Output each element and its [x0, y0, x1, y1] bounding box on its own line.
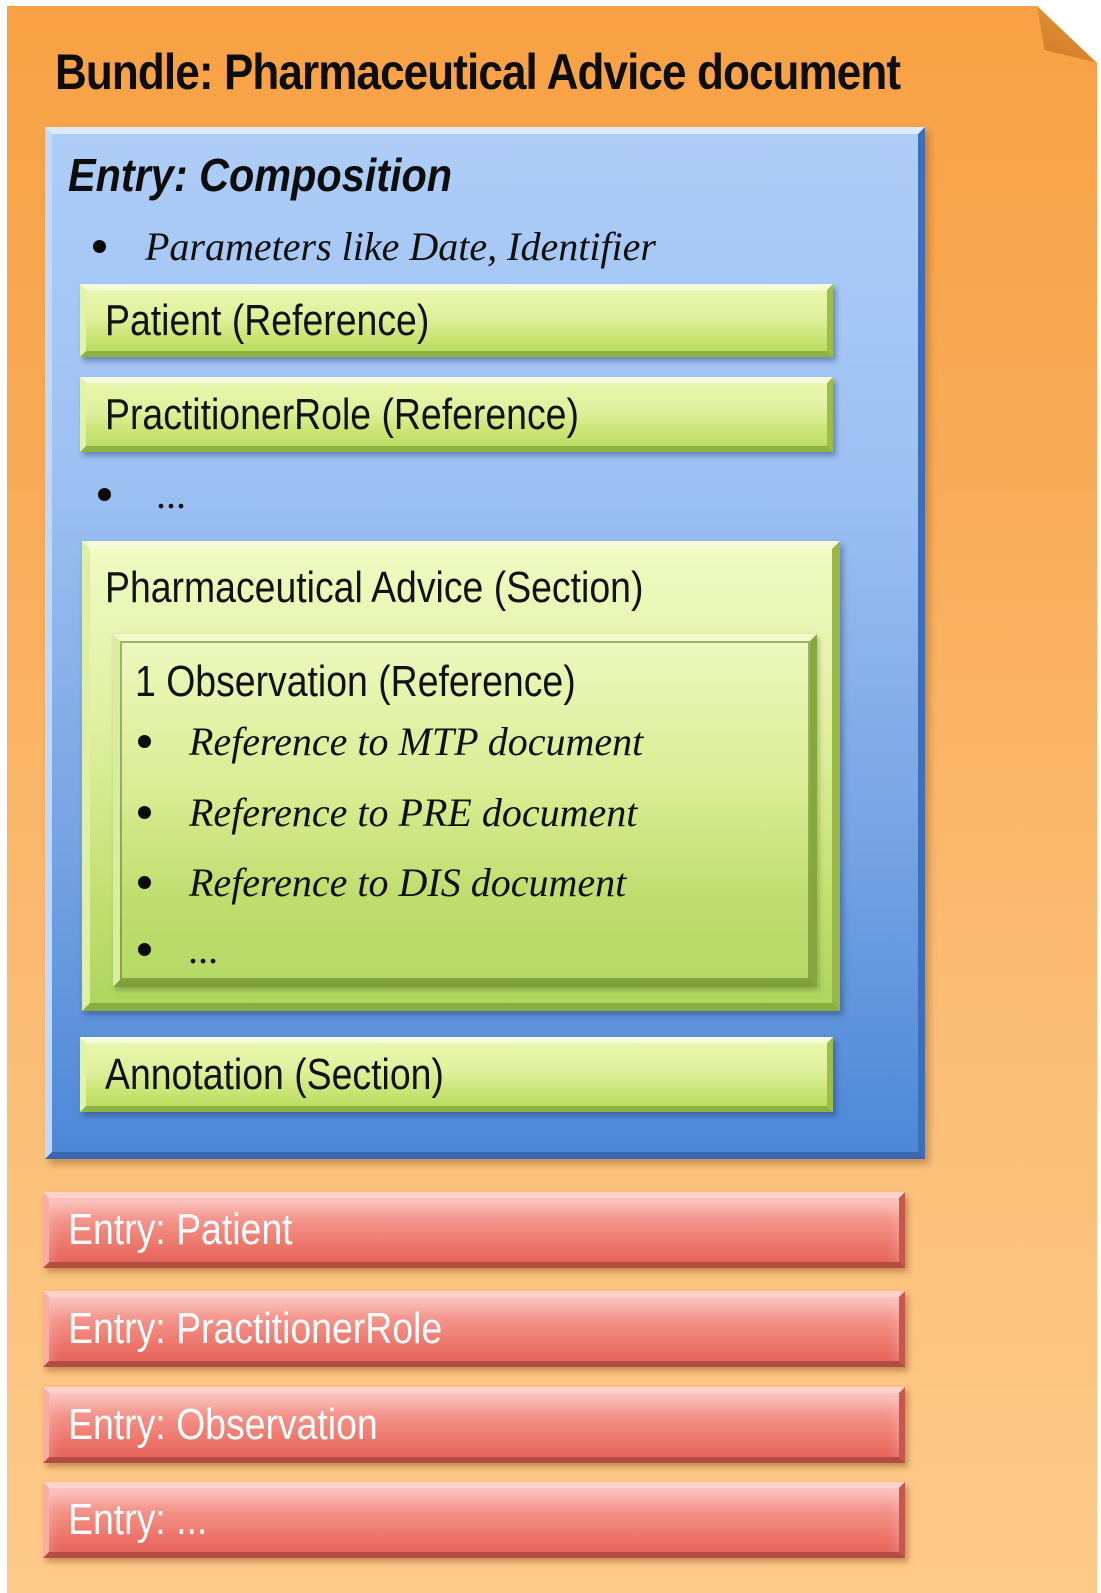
entry-patient-bar: Entry: Patient — [43, 1192, 905, 1268]
entry-practitionerrole-bar: Entry: PractitionerRole — [43, 1291, 905, 1367]
parameters-bullet-text: Parameters like Date, Identifier — [145, 223, 656, 269]
bullet-icon — [138, 876, 151, 889]
annotation-section-bar: Annotation (Section) — [80, 1037, 833, 1112]
observation-bullet-dis: Reference to DIS document — [138, 856, 626, 908]
practitionerrole-bar-label: PractitionerRole (Reference) — [105, 389, 579, 439]
document-page: Bundle: Pharmaceutical Advice document E… — [7, 6, 1097, 1593]
composition-title: Entry: Composition — [68, 144, 495, 206]
practitionerrole-reference-bar: PractitionerRole (Reference) — [80, 377, 833, 452]
page-title: Bundle: Pharmaceutical Advice document — [55, 42, 1015, 102]
observation-title: 1 Observation (Reference) — [135, 654, 653, 710]
bullet-icon — [98, 488, 111, 501]
page-title-text: Bundle: Pharmaceutical Advice document — [55, 44, 901, 100]
bullet-icon — [138, 735, 151, 748]
section-title-text: Pharmaceutical Advice (Section) — [105, 563, 644, 612]
patient-bar-label: Patient (Reference) — [105, 295, 430, 345]
annotation-bar-label: Annotation (Section) — [105, 1049, 444, 1099]
ellipsis-bullet-text: ... — [157, 471, 187, 517]
bullet-icon — [93, 240, 106, 253]
entry-observation-label: Entry: Observation — [68, 1400, 378, 1449]
observation-bullet-pre: Reference to PRE document — [138, 786, 637, 838]
entry-ellipsis-label: Entry: ... — [68, 1495, 208, 1544]
observation-bullet-text: Reference to PRE document — [189, 789, 638, 835]
observation-reference-box: 1 Observation (Reference) Reference to M… — [113, 634, 817, 987]
observation-bullet-text: ... — [189, 926, 219, 972]
observation-bullet-mtp: Reference to MTP document — [138, 715, 643, 767]
composition-title-text: Entry: Composition — [68, 149, 453, 201]
section-title: Pharmaceutical Advice (Section) — [105, 559, 738, 617]
entry-observation-bar: Entry: Observation — [43, 1387, 905, 1463]
bullet-icon — [138, 943, 151, 956]
observation-bullet-text: Reference to DIS document — [189, 859, 627, 905]
bullet-icon — [138, 806, 151, 819]
observation-title-text: 1 Observation (Reference) — [135, 657, 576, 706]
entry-composition-box: Entry: Composition Parameters like Date,… — [45, 127, 925, 1159]
patient-reference-bar: Patient (Reference) — [80, 284, 833, 357]
entry-practitionerrole-label: Entry: PractitionerRole — [68, 1304, 443, 1353]
composition-parameters-bullet: Parameters like Date, Identifier — [93, 220, 656, 272]
folded-corner-icon — [1027, 6, 1098, 64]
pharmaceutical-advice-section-box: Pharmaceutical Advice (Section) 1 Observ… — [82, 541, 840, 1011]
observation-bullet-text: Reference to MTP document — [189, 718, 644, 764]
observation-bullet-ellipsis: ... — [138, 923, 219, 975]
entry-patient-label: Entry: Patient — [68, 1205, 293, 1254]
entry-ellipsis-bar: Entry: ... — [43, 1482, 905, 1558]
composition-ellipsis-bullet: ... — [98, 468, 187, 520]
